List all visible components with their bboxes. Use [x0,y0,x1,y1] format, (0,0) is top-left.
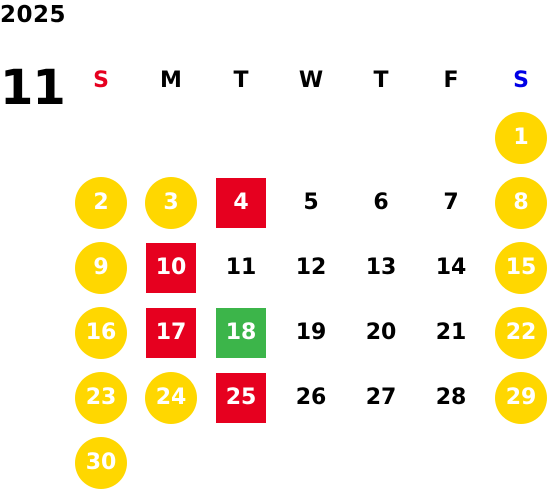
day-cell: 22 [486,300,548,365]
day-number[interactable]: 6 [373,190,389,215]
day-number[interactable]: 15 [495,241,547,294]
day-cell: 6 [346,170,416,235]
day-cell: 2 [66,170,136,235]
day-number[interactable]: 23 [75,371,127,424]
day-number[interactable]: 16 [75,306,127,359]
day-number[interactable]: 25 [216,372,266,423]
day-cell: 25 [206,365,276,430]
day-cell: 26 [276,365,346,430]
weekday-header-fri: F [443,67,459,93]
day-cell: 10 [136,235,206,300]
empty-cell [486,430,548,495]
day-cell: 19 [276,300,346,365]
empty-cell [206,105,276,170]
day-cell: 21 [416,300,486,365]
empty-cell [136,105,206,170]
day-number[interactable]: 4 [216,177,266,228]
weekday-header-thu: T [373,67,389,93]
day-cell: 3 [136,170,206,235]
day-number[interactable]: 13 [365,255,397,280]
weekday-header-tue: T [233,67,249,93]
day-number[interactable]: 9 [75,241,127,294]
day-cell: 8 [486,170,548,235]
day-number[interactable]: 21 [435,320,467,345]
empty-cell [276,105,346,170]
weekday-header-mon: M [160,67,182,93]
day-cell: 11 [206,235,276,300]
day-number[interactable]: 19 [295,320,327,345]
empty-cell [276,430,346,495]
empty-cell [346,430,416,495]
day-number[interactable]: 8 [495,176,547,229]
day-number[interactable]: 20 [365,320,397,345]
day-cell: 23 [66,365,136,430]
day-number[interactable]: 28 [435,385,467,410]
empty-cell [66,105,136,170]
day-cell: 27 [346,365,416,430]
day-cell: 9 [66,235,136,300]
day-number[interactable]: 29 [495,371,547,424]
day-cell: 24 [136,365,206,430]
day-number[interactable]: 26 [295,385,327,410]
day-number[interactable]: 2 [75,176,127,229]
day-cell: 13 [346,235,416,300]
day-cell: 29 [486,365,548,430]
day-number[interactable]: 7 [443,190,459,215]
day-cell: 1 [486,105,548,170]
day-number[interactable]: 17 [146,307,196,358]
day-number[interactable]: 18 [216,307,266,358]
day-number[interactable]: 10 [146,242,196,293]
day-cell: 7 [416,170,486,235]
day-number[interactable]: 27 [365,385,397,410]
day-number[interactable]: 3 [145,176,197,229]
day-cell: 28 [416,365,486,430]
day-cell: 30 [66,430,136,495]
day-cell: 12 [276,235,346,300]
day-number[interactable]: 5 [303,190,319,215]
day-number[interactable]: 11 [225,255,257,280]
day-number[interactable]: 1 [495,111,547,164]
day-cell: 14 [416,235,486,300]
day-cell: 17 [136,300,206,365]
calendar-month: 11 [0,60,66,116]
day-cell: 4 [206,170,276,235]
day-cell: 20 [346,300,416,365]
day-number[interactable]: 14 [435,255,467,280]
calendar-year: 2025 [0,2,67,28]
day-number[interactable]: 22 [495,306,547,359]
day-cell: 18 [206,300,276,365]
day-number[interactable]: 30 [75,436,127,489]
empty-cell [136,430,206,495]
empty-cell [206,430,276,495]
weekday-header-sat: S [513,67,529,93]
empty-cell [346,105,416,170]
empty-cell [416,430,486,495]
empty-cell [416,105,486,170]
day-cell: 5 [276,170,346,235]
day-number[interactable]: 12 [295,255,327,280]
weekday-header-sun: S [93,67,109,93]
day-number[interactable]: 24 [145,371,197,424]
weekday-header-wed: W [298,67,324,93]
day-cell: 15 [486,235,548,300]
day-cell: 16 [66,300,136,365]
